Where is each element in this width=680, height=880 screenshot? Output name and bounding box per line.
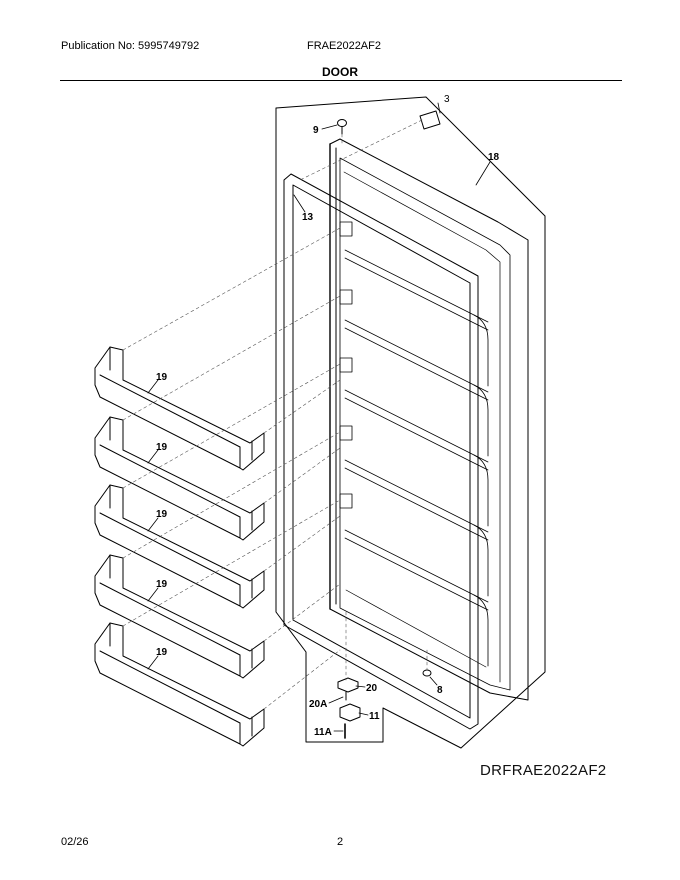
callout-19: 19 xyxy=(156,372,168,383)
page-number: 2 xyxy=(337,836,344,848)
callout-11: 11 xyxy=(369,711,380,722)
model-number: FRAE2022AF2 xyxy=(307,40,381,52)
callout-19: 19 xyxy=(156,442,168,453)
callout-11a: 11A xyxy=(314,727,332,738)
door-bin xyxy=(94,622,265,747)
diagram-code: DRFRAE2022AF2 xyxy=(480,762,607,779)
callout-9: 9 xyxy=(313,125,319,136)
callout-20: 20 xyxy=(366,683,378,694)
door-gasket xyxy=(283,173,479,730)
section-title: DOOR xyxy=(322,65,358,79)
diagram-boundary xyxy=(275,96,546,749)
screw-part-9 xyxy=(337,119,347,135)
callout-19: 19 xyxy=(156,647,168,658)
door-bin xyxy=(94,484,265,609)
footer-date: 02/26 xyxy=(61,836,89,848)
callout-3: 3 xyxy=(444,94,450,105)
assembly-lines xyxy=(122,119,428,710)
hinge-parts xyxy=(337,677,361,739)
callout-8: 8 xyxy=(437,685,443,696)
callout-20a: 20A xyxy=(309,699,327,710)
leader-lines xyxy=(147,102,491,732)
door-panel xyxy=(329,138,529,701)
callout-18: 18 xyxy=(488,152,500,163)
publication-number: Publication No: 5995749792 xyxy=(61,40,200,52)
plug-part-8 xyxy=(422,669,432,677)
nameplate-part xyxy=(419,110,441,130)
door-shelves xyxy=(344,249,489,667)
door-bin xyxy=(94,346,265,471)
callout-19: 19 xyxy=(156,509,168,520)
callout-19: 19 xyxy=(156,579,168,590)
shelf-clips xyxy=(339,221,353,509)
callout-13: 13 xyxy=(302,212,314,223)
door-bin xyxy=(94,554,265,679)
door-bin xyxy=(94,416,265,541)
header-divider xyxy=(60,80,622,81)
